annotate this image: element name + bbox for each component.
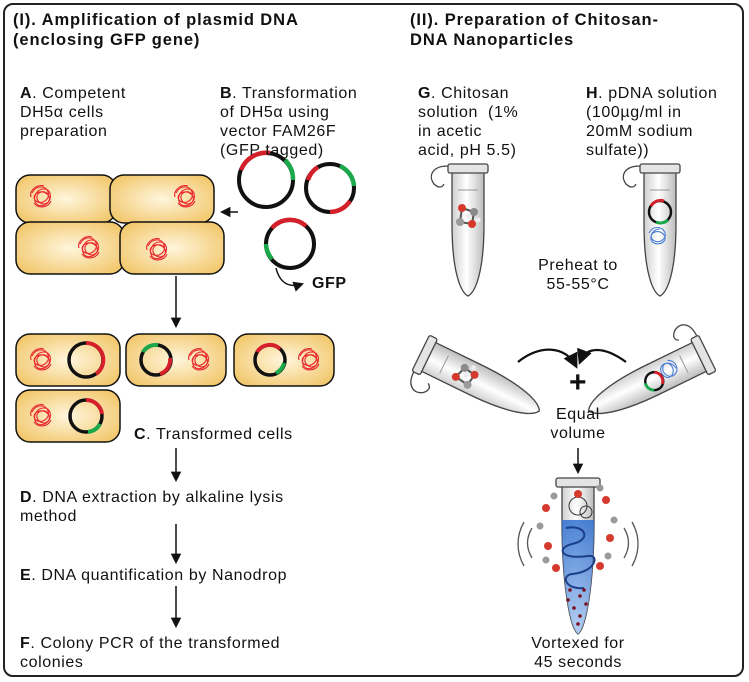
preheat-label-line1: Preheat to xyxy=(538,257,618,274)
step-c: C. Transformed cells xyxy=(134,425,293,444)
step-h-line4: sulfate)) xyxy=(586,142,650,159)
diagram-frame xyxy=(3,3,744,677)
equal-volume-line2: volume xyxy=(550,425,606,442)
gfp-pointer-arrow xyxy=(275,267,304,292)
step-a-line2: DH5α cells xyxy=(20,104,104,121)
step-b-line3: vector FAM26F xyxy=(220,123,337,140)
step-d-line2: method xyxy=(20,508,77,525)
step-b-line2: of DH5α using xyxy=(220,104,330,121)
step-h-line3: 20mM sodium xyxy=(586,123,694,140)
step-g-letter: G xyxy=(418,85,432,102)
transformed-cells-row xyxy=(15,333,335,443)
preheat-label-line2: 55-55°C xyxy=(546,276,610,293)
chitosan-tube xyxy=(430,163,489,297)
step-g-line1: G. Chitosan xyxy=(418,84,509,103)
step-d-letter: D xyxy=(20,489,33,506)
merge-arrow-right xyxy=(577,347,627,365)
competent-cells-cluster xyxy=(15,174,225,275)
step-b-line1: B. Transformation xyxy=(220,84,357,103)
step-g-text: . Chitosan xyxy=(431,85,510,102)
step-f-letter: F xyxy=(20,635,31,652)
merge-arrow-left xyxy=(517,348,578,369)
pdna-tube xyxy=(622,163,681,297)
step-h-line1: H. pDNA solution xyxy=(586,84,717,103)
step-f-line1: F. Colony PCR of the transformed xyxy=(20,634,280,653)
step-b-text: . Transformation xyxy=(232,85,358,102)
step-g-line2: solution (1% xyxy=(418,104,519,121)
vortex-label-line2: 45 seconds xyxy=(534,654,622,671)
step-h-text: . pDNA solution xyxy=(598,85,718,102)
section-1-heading-line2: (enclosing GFP gene) xyxy=(13,31,201,49)
step-b-letter: B xyxy=(220,85,233,102)
vortex-label-line1: Vortexed for xyxy=(531,635,625,652)
step-d-text: . DNA extraction by alkaline lysis xyxy=(32,489,284,506)
step-a-letter: A xyxy=(20,85,33,102)
step-g-line3: in acetic xyxy=(418,123,483,140)
step-f-line2: colonies xyxy=(20,654,84,671)
step-d-line1: D. DNA extraction by alkaline lysis xyxy=(20,488,284,507)
vortex-tube xyxy=(517,477,639,635)
step-c-letter: C xyxy=(134,426,147,443)
step-e-letter: E xyxy=(20,567,32,584)
step-b-line4: (GFP tagged) xyxy=(220,142,324,159)
plasmid-vectors xyxy=(237,150,357,270)
plus-sign: + xyxy=(568,366,588,399)
step-e-text: . DNA quantification by Nanodrop xyxy=(31,567,288,584)
section-1-heading-line1: (I). Amplification of plasmid DNA xyxy=(13,11,299,29)
step-e: E. DNA quantification by Nanodrop xyxy=(20,566,287,585)
step-a-line3: preparation xyxy=(20,123,108,140)
equal-volume-line1: Equal xyxy=(556,406,600,423)
step-a-text: . Competent xyxy=(32,85,126,102)
step-g-line4: acid, pH 5.5) xyxy=(418,142,517,159)
step-a-line1: A. Competent xyxy=(20,84,126,103)
gfp-label: GFP xyxy=(312,275,347,292)
section-2-heading-line1: (II). Preparation of Chitosan- xyxy=(410,11,659,29)
tilted-pdna-tube xyxy=(571,319,717,430)
step-h-line2: (100µg/ml in xyxy=(586,104,682,121)
step-c-text: . Transformed cells xyxy=(146,426,293,443)
step-h-letter: H xyxy=(586,85,599,102)
step-f-text: . Colony PCR of the transformed xyxy=(30,635,281,652)
section-2-heading-line2: DNA Nanoparticles xyxy=(410,31,575,49)
